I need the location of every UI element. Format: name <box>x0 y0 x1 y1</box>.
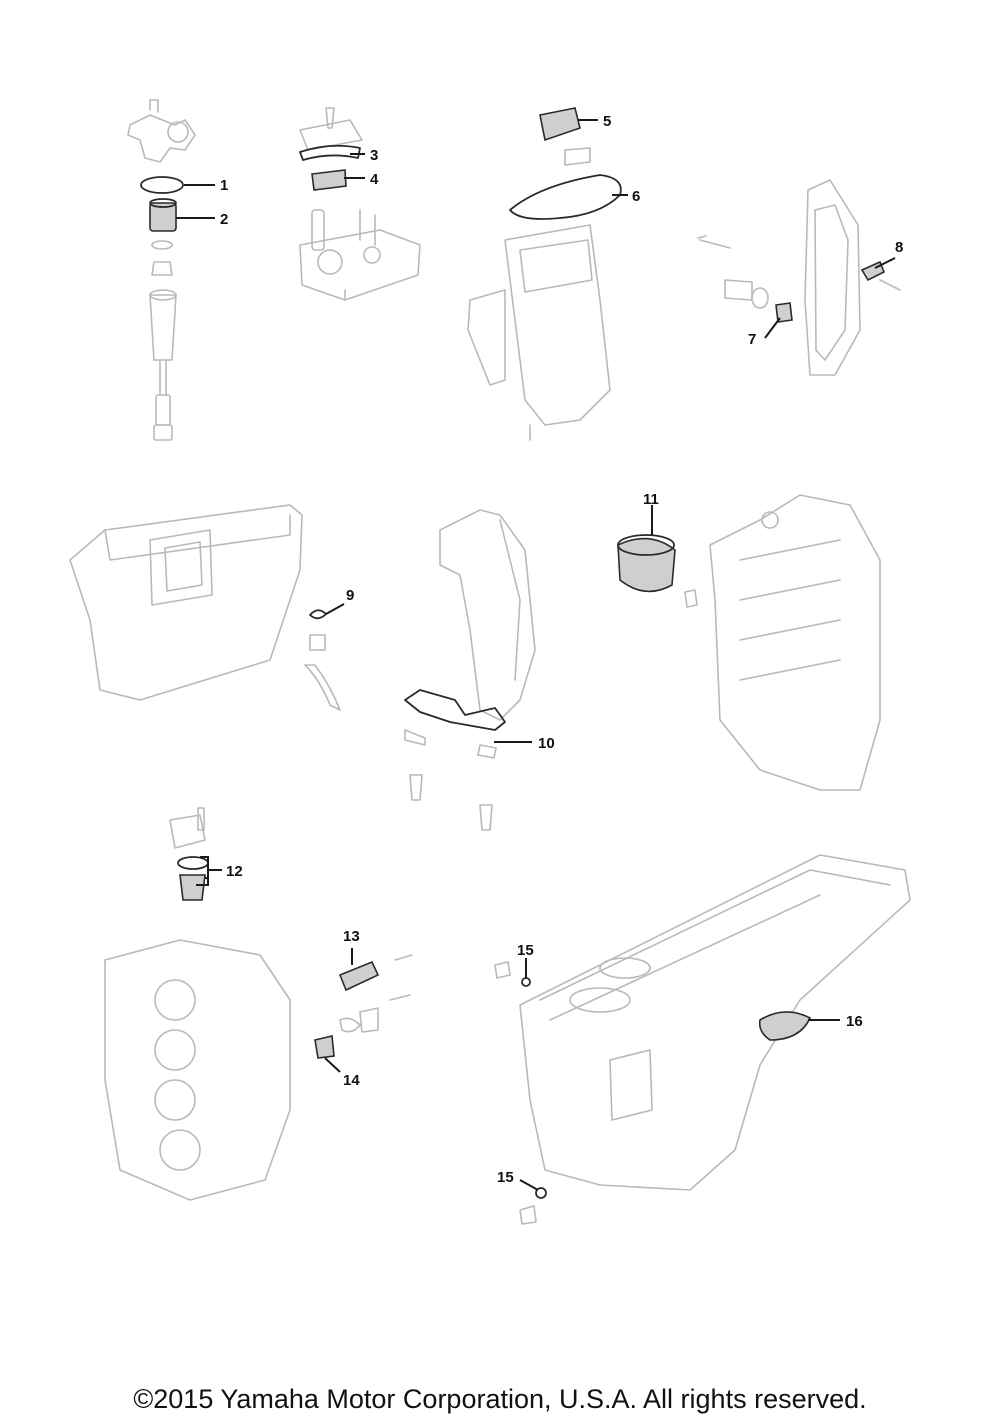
callout-6: 6 <box>632 188 640 205</box>
callout-9: 9 <box>346 587 354 604</box>
vapor-separator-assembly <box>299 107 421 301</box>
callout-leaders <box>176 119 896 1191</box>
callout-15-upper: 15 <box>517 942 534 959</box>
fuel-filter-assembly <box>127 99 196 441</box>
lower-unit-assembly <box>494 854 911 1225</box>
copyright-notice: ©2015 Yamaha Motor Corporation, U.S.A. A… <box>133 1384 867 1414</box>
callout-10: 10 <box>538 735 555 752</box>
callout-labels: 1 2 3 4 5 6 7 8 9 10 11 12 13 14 15 16 1… <box>220 113 903 1186</box>
oil-pan-assembly <box>69 504 341 711</box>
cylinder-block-assembly <box>617 494 881 791</box>
callout-12: 12 <box>226 863 243 880</box>
callout-4: 4 <box>370 171 379 188</box>
callout-8: 8 <box>895 239 903 256</box>
exhaust-cover-assembly <box>697 179 901 376</box>
callout-11: 11 <box>643 491 659 508</box>
callout-16: 16 <box>846 1013 863 1030</box>
callout-14: 14 <box>343 1072 360 1089</box>
callout-15-lower: 15 <box>497 1169 514 1186</box>
callout-7: 7 <box>748 331 756 348</box>
upper-casing-assembly <box>467 107 622 441</box>
callout-1: 1 <box>220 177 228 194</box>
callout-3: 3 <box>370 147 378 164</box>
callout-5: 5 <box>603 113 611 130</box>
callout-13: 13 <box>343 928 360 945</box>
cylinder-head-assembly <box>104 807 413 1201</box>
callout-2: 2 <box>220 211 228 228</box>
engine-mount-assembly <box>404 509 536 831</box>
